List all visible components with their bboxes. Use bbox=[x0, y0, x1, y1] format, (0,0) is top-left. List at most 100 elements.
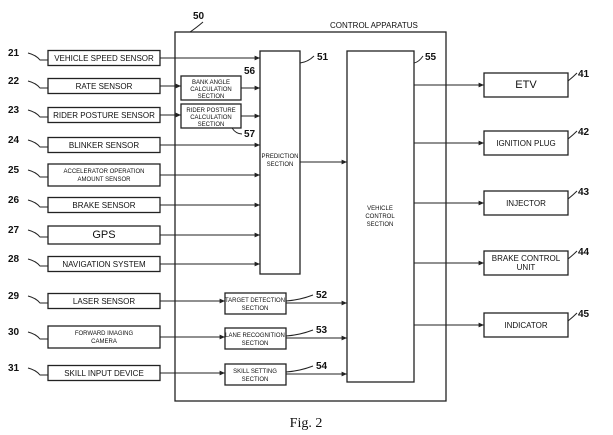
sensor-leader bbox=[27, 139, 48, 148]
output-block: INDICATOR 45 bbox=[483, 309, 590, 338]
control-apparatus-ref: 50 bbox=[193, 11, 205, 22]
control-apparatus-label: CONTROL APPARATUS bbox=[330, 21, 418, 30]
sensor-label: NAVIGATION SYSTEM bbox=[62, 260, 146, 269]
output-label: BRAKE CONTROL bbox=[492, 254, 561, 263]
sensor-ref: 28 bbox=[8, 254, 20, 265]
lane-recognition-label-1: LANE RECOGNITION bbox=[225, 333, 285, 339]
skill-setting-leader bbox=[285, 365, 314, 373]
sensor-leader bbox=[27, 199, 48, 208]
sensor-label: LASER SENSOR bbox=[73, 297, 135, 306]
sensor-label: FORWARD IMAGING bbox=[75, 331, 134, 337]
output-block: IGNITION PLUG 42 bbox=[483, 127, 590, 156]
sensor-label: CAMERA bbox=[91, 339, 117, 345]
bank-angle-label-1: BANK ANGLE bbox=[192, 80, 230, 86]
output-ref: 41 bbox=[578, 69, 590, 80]
sensor-leader bbox=[27, 367, 48, 376]
sensor-label: SKILL INPUT DEVICE bbox=[64, 369, 144, 378]
output-label: INJECTOR bbox=[506, 199, 546, 208]
sensor-ref: 30 bbox=[8, 327, 20, 338]
target-detection-label-1: TARGET DETECTION bbox=[225, 298, 285, 304]
output-block: INJECTOR 43 bbox=[483, 187, 590, 216]
figure-caption: Fig. 2 bbox=[290, 416, 323, 431]
sensor-block: LASER SENSOR 29 bbox=[8, 291, 161, 310]
sensor-block: FORWARD IMAGING CAMERA 30 bbox=[8, 325, 161, 349]
sensor-leader bbox=[27, 295, 48, 304]
sensor-block: VEHICLE SPEED SENSOR 21 bbox=[8, 48, 161, 67]
lane-recognition-leader bbox=[285, 329, 314, 337]
sensor-block: NAVIGATION SYSTEM 28 bbox=[8, 254, 161, 273]
rider-posture-calc-label-1: RIDER POSTURE bbox=[186, 108, 235, 114]
sensor-block: RIDER POSTURE SENSOR 23 bbox=[8, 105, 161, 124]
sensor-ref: 26 bbox=[8, 195, 20, 206]
vehicle-control-label-3: SECTION bbox=[367, 222, 394, 228]
sensor-label: BRAKE SENSOR bbox=[72, 201, 135, 210]
output-leader bbox=[567, 72, 578, 82]
sensor-block: BRAKE SENSOR 26 bbox=[8, 195, 161, 214]
prediction-section-leader bbox=[299, 55, 315, 64]
target-detection-ref: 52 bbox=[316, 290, 328, 301]
output-ref: 44 bbox=[578, 247, 590, 258]
sensor-label: GPS bbox=[92, 229, 115, 241]
sensor-leader bbox=[27, 169, 48, 178]
sensor-ref: 27 bbox=[8, 225, 20, 236]
skill-setting-ref: 54 bbox=[316, 361, 328, 372]
rider-posture-calc-label-3: SECTION bbox=[198, 122, 225, 128]
output-ref: 43 bbox=[578, 187, 590, 198]
output-label: ETV bbox=[515, 79, 537, 91]
vehicle-control-ref: 55 bbox=[425, 52, 437, 63]
sensor-ref: 24 bbox=[8, 135, 20, 146]
lane-recognition-ref: 53 bbox=[316, 325, 328, 336]
output-ref: 45 bbox=[578, 309, 590, 320]
sensor-leader bbox=[27, 109, 48, 118]
output-block: ETV 41 bbox=[483, 69, 590, 98]
sensor-block: BLINKER SENSOR 24 bbox=[8, 135, 161, 154]
prediction-section-box bbox=[259, 50, 301, 275]
skill-setting-label-2: SECTION bbox=[242, 377, 269, 383]
sensor-label: VEHICLE SPEED SENSOR bbox=[54, 54, 154, 63]
bank-angle-ref: 56 bbox=[244, 66, 256, 77]
rider-posture-calc-label-2: CALCULATION bbox=[190, 115, 232, 121]
sensor-label: BLINKER SENSOR bbox=[69, 141, 139, 150]
control-apparatus-leader bbox=[189, 21, 204, 33]
prediction-section-ref: 51 bbox=[317, 52, 329, 63]
vehicle-control-section-box bbox=[346, 50, 415, 383]
sensor-leader bbox=[27, 229, 48, 238]
sensor-ref: 23 bbox=[8, 105, 20, 116]
sensor-ref: 29 bbox=[8, 291, 20, 302]
output-leader bbox=[567, 312, 578, 322]
vehicle-control-label-1: VEHICLE bbox=[367, 206, 393, 212]
sensor-ref: 25 bbox=[8, 165, 20, 176]
sensor-label: RIDER POSTURE SENSOR bbox=[53, 111, 155, 120]
output-label: INDICATOR bbox=[504, 321, 547, 330]
output-label: IGNITION PLUG bbox=[496, 139, 556, 148]
sensor-ref: 21 bbox=[8, 48, 20, 59]
rider-posture-calculation-box bbox=[180, 103, 242, 129]
output-label: UNIT bbox=[517, 263, 536, 272]
sensor-leader bbox=[27, 80, 48, 89]
sensor-block: GPS 27 bbox=[8, 225, 161, 245]
bank-angle-label-2: CALCULATION bbox=[190, 87, 232, 93]
sensor-leader bbox=[27, 258, 48, 267]
output-ref: 42 bbox=[578, 127, 590, 138]
target-detection-leader bbox=[285, 294, 314, 302]
vehicle-control-leader bbox=[413, 55, 424, 64]
target-detection-label-2: SECTION bbox=[242, 306, 269, 312]
bank-angle-label-3: SECTION bbox=[198, 94, 225, 100]
output-leader bbox=[567, 130, 578, 140]
prediction-section-label-2: SECTION bbox=[267, 162, 294, 168]
output-leader bbox=[567, 250, 578, 260]
rider-posture-calc-ref: 57 bbox=[244, 129, 256, 140]
skill-setting-label-1: SKILL SETTING bbox=[233, 369, 277, 375]
sensor-leader bbox=[27, 52, 48, 61]
lane-recognition-label-2: SECTION bbox=[242, 341, 269, 347]
sensor-label: RATE SENSOR bbox=[76, 82, 133, 91]
prediction-section-label-1: PREDICTION bbox=[261, 154, 298, 160]
output-box bbox=[483, 72, 569, 98]
control-apparatus-frame bbox=[174, 31, 447, 402]
sensor-label: AMOUNT SENSOR bbox=[78, 177, 132, 183]
